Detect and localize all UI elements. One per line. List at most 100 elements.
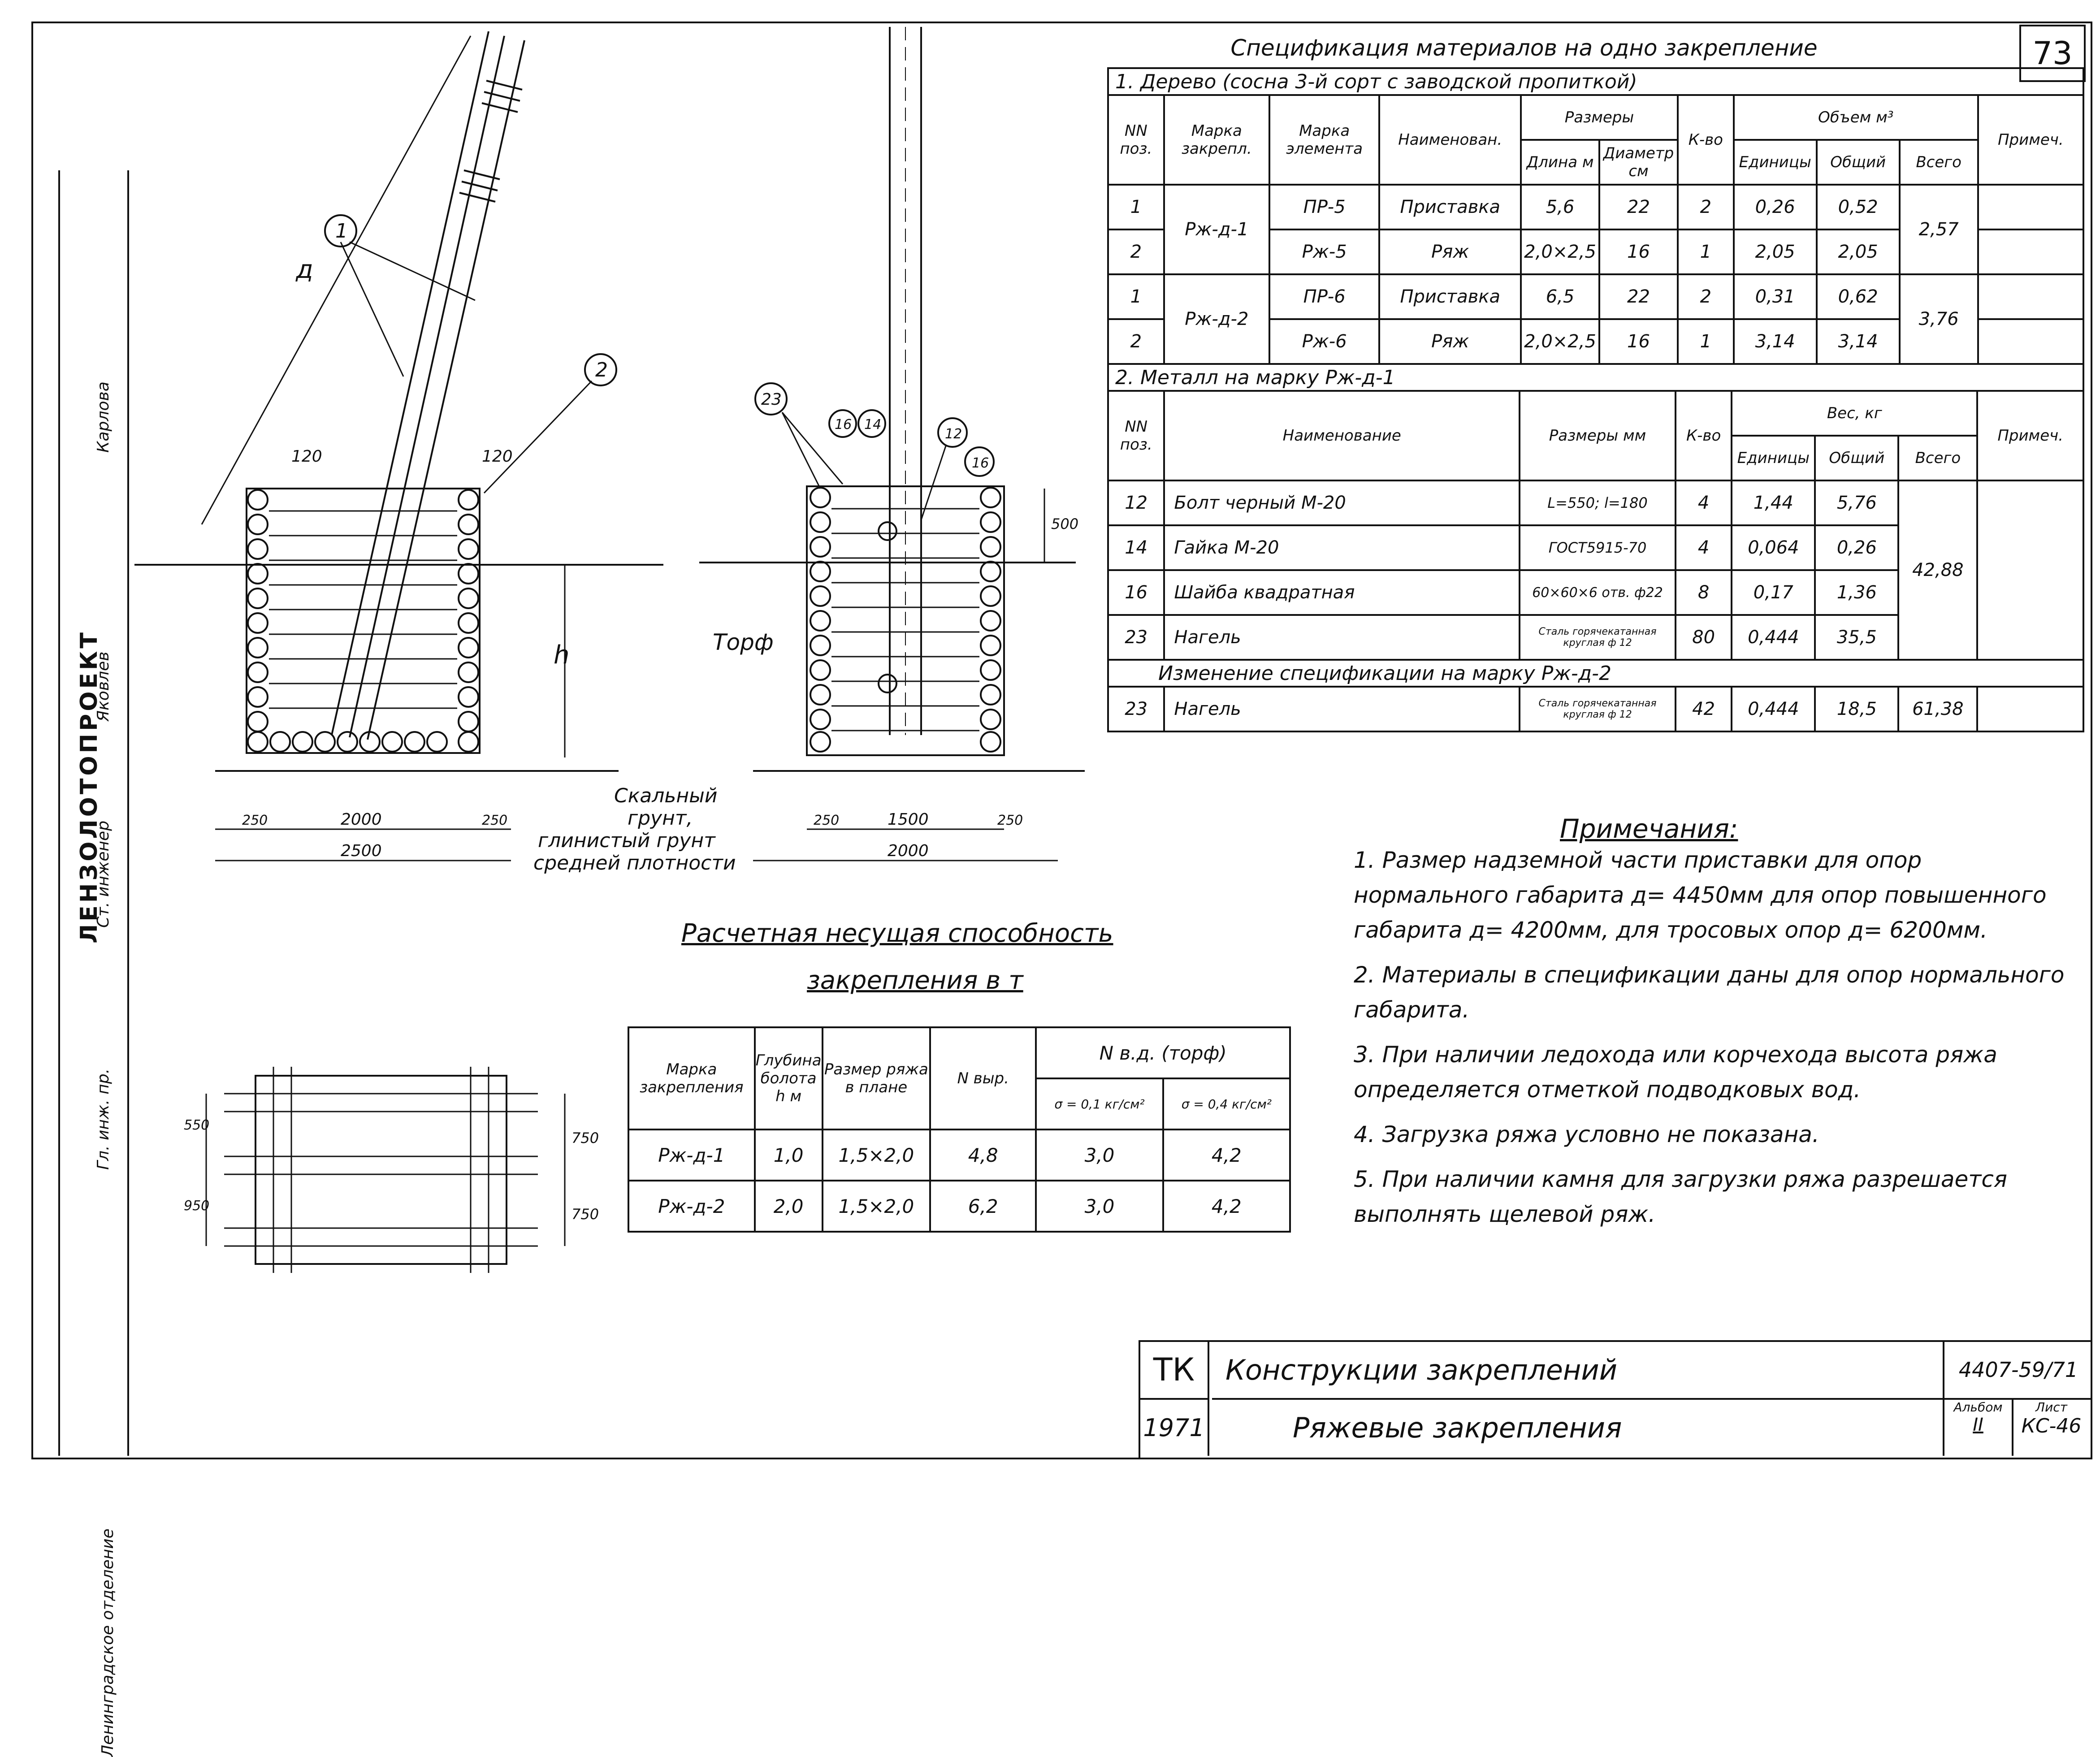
cell: 1,5×2,0 bbox=[821, 1180, 931, 1233]
cap-row: Рж-д-1 1,0 1,5×2,0 4,8 3,0 4,2 bbox=[628, 1129, 1291, 1181]
plan-view bbox=[255, 1075, 507, 1265]
cell: 23 bbox=[1107, 686, 1165, 732]
hdr-diameter: Диаметр см bbox=[1598, 139, 1679, 186]
crib-left-horizontal bbox=[269, 510, 457, 709]
cap-row: Рж-д-2 2,0 1,5×2,0 6,2 3,0 4,2 bbox=[628, 1180, 1291, 1233]
cell: ПР-6 bbox=[1268, 273, 1381, 320]
cell: 1,44 bbox=[1731, 480, 1816, 526]
mhdr-note: Примеч. bbox=[1976, 390, 2084, 481]
label-d: д bbox=[295, 255, 313, 284]
crib-right bbox=[806, 485, 1005, 756]
tb-sheet-label: Лист bbox=[2035, 1400, 2067, 1415]
soil-1: Скальный bbox=[614, 784, 717, 807]
cell: 2 bbox=[1107, 318, 1165, 365]
spec-table-wrap: 1. Дерево (сосна 3-й сорт с заводской пр… bbox=[1107, 67, 2085, 732]
mhdr-name: Наименование bbox=[1163, 390, 1521, 481]
dim-r-1500: 1500 bbox=[888, 810, 929, 829]
cell bbox=[1976, 480, 2084, 661]
metal-table: NN поз. Наименование Размеры мм К-во Вес… bbox=[1107, 390, 2084, 732]
cell: 2,05 bbox=[1815, 229, 1901, 275]
cell: 2,57 bbox=[1898, 184, 1979, 275]
cell bbox=[1976, 686, 2084, 732]
cell bbox=[1977, 318, 2085, 365]
spec-section2: 2. Металл на марку Рж-д-1 bbox=[1107, 363, 2084, 392]
cell: 0,17 bbox=[1731, 569, 1816, 616]
dim-250a: 250 bbox=[242, 813, 268, 828]
cell: 22 bbox=[1598, 184, 1679, 230]
cell: 16 bbox=[1107, 569, 1165, 616]
cell: 4 bbox=[1674, 480, 1733, 526]
cell: 2 bbox=[1676, 273, 1735, 320]
inclined-pole bbox=[331, 31, 525, 740]
hdr-mark-el: Марка элемента bbox=[1268, 94, 1381, 186]
cell: Ряж bbox=[1378, 318, 1522, 365]
tb-code: ТК bbox=[1140, 1342, 1209, 1400]
note-2: 2. Материалы в спецификации даны для опо… bbox=[1354, 962, 2065, 1023]
cap-hdr-s1: σ = 0,1 кг/см² bbox=[1035, 1078, 1164, 1130]
leader-23a bbox=[781, 412, 821, 489]
mhdr-sizes: Размеры мм bbox=[1519, 390, 1676, 481]
capacity-table-wrap: Марка закрепления Глубина болота h м Раз… bbox=[628, 1026, 1291, 1233]
hdr-length: Длина м bbox=[1520, 139, 1601, 186]
callout-14: 14 bbox=[864, 417, 881, 433]
tb-title: Конструкции закреплений bbox=[1212, 1342, 1952, 1400]
cell: 12 bbox=[1107, 480, 1165, 526]
tb-sheet-cell: Лист КС-46 bbox=[2012, 1400, 2091, 1456]
cell: Шайба квадратная bbox=[1163, 569, 1521, 616]
leader-2 bbox=[483, 380, 593, 494]
crib-left bbox=[246, 488, 481, 754]
cell: 18,5 bbox=[1814, 686, 1900, 732]
hdr-total: Общий bbox=[1815, 139, 1901, 186]
mhdr-weight: Вес, кг bbox=[1731, 390, 1979, 437]
dim-120a: 120 bbox=[291, 447, 322, 466]
cell: 2 bbox=[1107, 229, 1165, 275]
leader-12 bbox=[920, 446, 947, 520]
cell: Сталь горячекатанная круглая ф 12 bbox=[1519, 614, 1676, 661]
cell: 16 bbox=[1598, 229, 1679, 275]
sheet-number: 73 bbox=[2032, 35, 2073, 72]
leader-1b bbox=[349, 241, 476, 301]
dim-120b: 120 bbox=[482, 447, 513, 466]
crib-right-logs bbox=[810, 487, 1001, 753]
cap-hdr-nvd: N в.д. (торф) bbox=[1035, 1026, 1291, 1079]
cap-hdr-s2: σ = 0,4 кг/см² bbox=[1162, 1078, 1291, 1130]
bolt-2 bbox=[878, 674, 897, 693]
sheet-number-box: 73 bbox=[2019, 25, 2086, 82]
cap-hdr-depth: Глубина болота h м bbox=[753, 1026, 823, 1130]
cell: 23 bbox=[1107, 614, 1165, 661]
note-4: 4. Загрузка ряжа условно не показана. bbox=[1354, 1121, 1819, 1147]
capacity-table: Марка закрепления Глубина болота h м Раз… bbox=[628, 1026, 1291, 1233]
cell: Нагель bbox=[1163, 686, 1521, 732]
cell: 4,2 bbox=[1162, 1180, 1291, 1233]
callout-23-circle bbox=[754, 382, 788, 415]
dim-r-500: 500 bbox=[1051, 515, 1078, 532]
cell: Рж-5 bbox=[1268, 229, 1381, 275]
cell: ПР-5 bbox=[1268, 184, 1381, 230]
leader-23b bbox=[781, 412, 844, 485]
note-1: 1. Размер надземной части приставки для … bbox=[1354, 847, 2047, 943]
mhdr-total: Общий bbox=[1814, 435, 1900, 481]
hdr-unit: Единицы bbox=[1732, 139, 1818, 186]
cell: 3,0 bbox=[1035, 1180, 1164, 1233]
cell: 0,444 bbox=[1731, 614, 1816, 661]
cell: 0,26 bbox=[1814, 524, 1900, 571]
cell: Ряж bbox=[1378, 229, 1522, 275]
capacity-title1: Расчетная несущая способность bbox=[681, 919, 1113, 948]
mhdr-qty: К-во bbox=[1674, 390, 1733, 481]
cell: L=550; l=180 bbox=[1519, 480, 1676, 526]
wood-row: 1 Рж-д-1 ПР-5 Приставка 5,6 22 2 0,26 0,… bbox=[1107, 184, 2085, 275]
callout-16: 16 bbox=[835, 417, 852, 433]
notes-title: Примечания: bbox=[1560, 814, 1738, 844]
label-peat: Торф bbox=[713, 629, 774, 655]
mhdr-all: Всего bbox=[1897, 435, 1979, 481]
dim-r-250b: 250 bbox=[997, 813, 1023, 828]
cell bbox=[1977, 229, 2085, 275]
cell: 0,26 bbox=[1732, 184, 1818, 230]
soil-3: глинистый грунт bbox=[538, 829, 716, 852]
leader-1a bbox=[340, 242, 404, 377]
cap-hdr-mark: Марка закрепления bbox=[628, 1026, 756, 1130]
cell: 0,62 bbox=[1815, 273, 1901, 320]
mhdr-unit: Единицы bbox=[1731, 435, 1816, 481]
note-5: 5. При наличии камня для загрузки ряжа р… bbox=[1354, 1166, 2007, 1227]
hdr-num: NN поз. bbox=[1107, 94, 1165, 186]
